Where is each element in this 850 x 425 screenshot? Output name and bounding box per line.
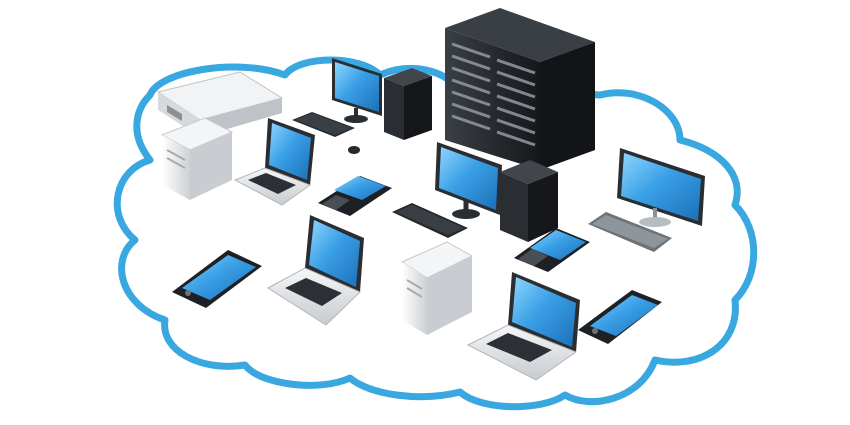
white-tower-server-icon — [160, 117, 234, 200]
laptop-icon — [233, 118, 315, 206]
tower-pc-icon — [500, 160, 558, 242]
smartphone-icon — [172, 250, 262, 308]
keyboard-icon — [392, 203, 468, 238]
cloud-outline-icon — [113, 56, 758, 411]
keyboard-icon — [588, 212, 672, 252]
laptop-icon — [267, 215, 364, 326]
smartphone-icon — [514, 228, 590, 272]
flat-screen-monitor-icon — [332, 58, 382, 123]
white-tower-server-icon — [400, 241, 474, 335]
mouse-icon — [348, 146, 360, 154]
flat-screen-monitor-icon — [435, 142, 502, 219]
smartphone-icon — [578, 290, 662, 344]
tower-pc-icon — [384, 68, 432, 140]
smartphone-icon — [318, 176, 392, 216]
keyboard-icon — [292, 112, 355, 137]
flat-screen-monitor-icon — [617, 148, 705, 227]
laptop-icon — [466, 272, 580, 381]
server-rack-icon — [445, 8, 595, 209]
